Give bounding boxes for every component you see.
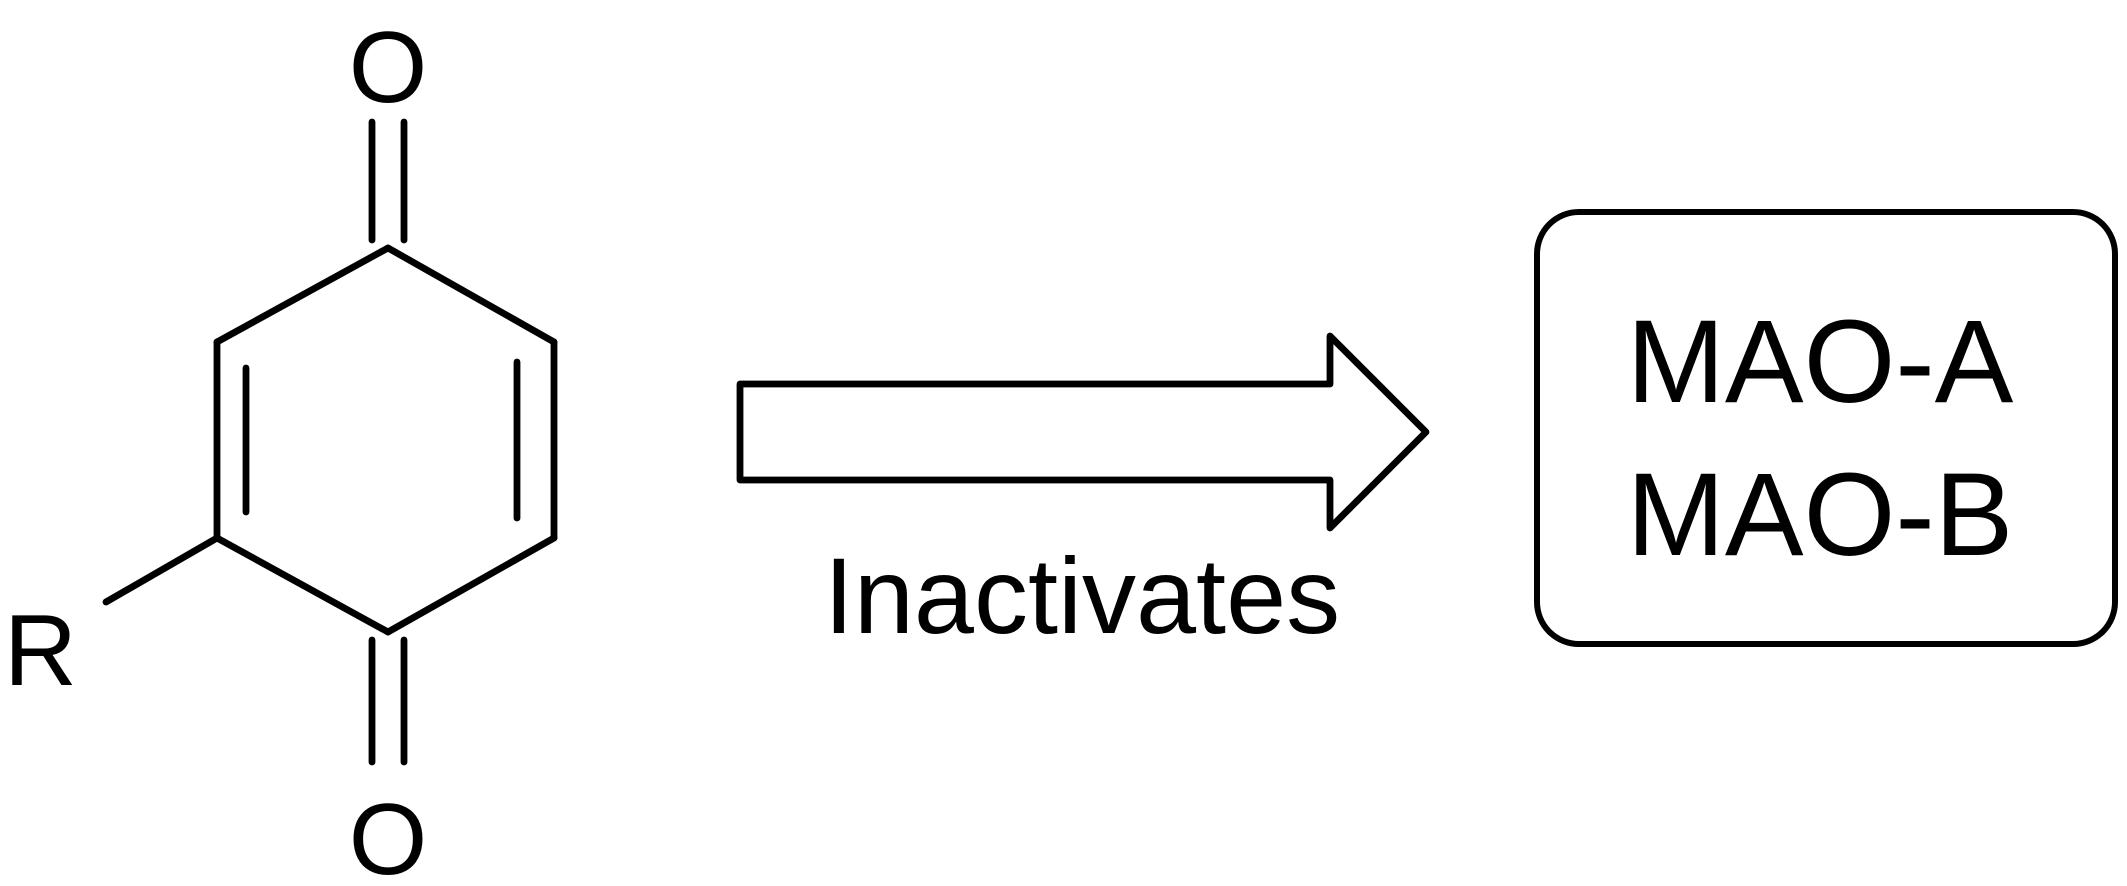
ring-bond-c4-c5	[213, 534, 392, 636]
target-mao-a: MAO-A	[1627, 296, 2014, 428]
oxygen-bottom-label: O	[349, 784, 428, 886]
oxygen-top-label: O	[349, 12, 428, 124]
quinone-structure: O O R	[4, 12, 558, 886]
ring-bond-c1-c2	[384, 244, 558, 346]
block-arrow	[736, 332, 1430, 532]
arrow-caption: Inactivates	[824, 535, 1340, 656]
target-box-frame	[1534, 209, 2118, 647]
ring-bond-c3-c4	[384, 534, 558, 636]
target-mao-b: MAO-B	[1627, 449, 2014, 581]
ring-bond-c6-c1	[213, 244, 392, 346]
target-box: MAO-A MAO-B	[1534, 209, 2118, 647]
substituent-bond	[102, 534, 221, 606]
substituent-r-label: R	[4, 595, 77, 707]
